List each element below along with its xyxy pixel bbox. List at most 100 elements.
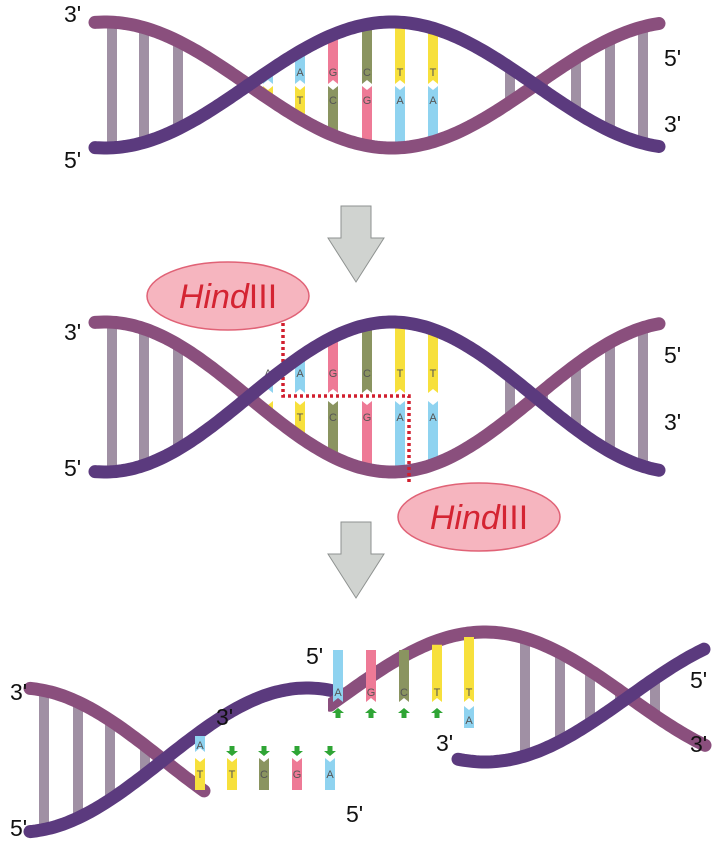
base-c: [399, 650, 409, 702]
base-letter-a: A: [429, 412, 437, 424]
base-c: [328, 401, 338, 453]
end-label-bottom-left: 5': [64, 147, 81, 173]
base-letter-c: C: [329, 95, 337, 107]
base-a: [295, 360, 305, 393]
base-letter-t: T: [397, 67, 404, 79]
base-letter-t: T: [229, 769, 236, 781]
arrow-down-icon: [226, 746, 238, 756]
base-pair-rungs: [107, 22, 648, 148]
base-g: [366, 650, 376, 702]
overhang-bases-left: A T T C G A: [195, 736, 335, 790]
base-g: [362, 401, 372, 466]
base-letter-t: T: [297, 95, 304, 107]
base-letter-t: T: [466, 687, 473, 699]
base-letter-g: G: [367, 687, 376, 699]
base-pair-rungs: [107, 322, 648, 472]
base-letter-a: A: [196, 740, 204, 752]
strand-upper-left-to-lower-right: [88, 315, 666, 479]
base-t: [428, 32, 438, 84]
end-label-bottom-left: 5': [64, 455, 81, 481]
strand-upper-left: [23, 681, 211, 798]
enzyme-name-top: HindIII: [179, 278, 277, 316]
base-a: [195, 736, 205, 752]
base-a: [395, 86, 405, 144]
base-letter-g: G: [293, 769, 302, 781]
end-label-left-bottom: 5': [10, 815, 27, 841]
enzyme-hindiii-top: HindIII: [146, 261, 310, 331]
arrow-down-icon: [324, 746, 336, 756]
end-label-bottom-right: 3': [664, 409, 681, 435]
enzyme-hindiii-bottom: HindIII: [397, 482, 561, 552]
end-label-top-right: 5': [664, 45, 681, 71]
base-letter-a: A: [326, 769, 334, 781]
base-t: [395, 326, 405, 393]
base-letter-a: A: [465, 715, 473, 727]
end-label-cut-bottom: 5': [346, 801, 363, 827]
base-letter-t: T: [197, 769, 204, 781]
base-t: [395, 26, 405, 84]
base-letter-g: G: [363, 412, 372, 424]
base-a: [395, 401, 405, 468]
base-a: [428, 86, 438, 138]
base-letter-c: C: [329, 412, 337, 424]
base-letter-c: C: [400, 687, 408, 699]
strand-lower-left-to-upper-right: [88, 15, 666, 155]
process-arrow-2: [327, 521, 385, 599]
base-t: [432, 644, 442, 702]
base-t: [295, 401, 305, 434]
arrow-up-icon: [431, 708, 443, 718]
base-letter-t: T: [430, 368, 437, 380]
base-letter-t: T: [297, 412, 304, 424]
base-letter-a: A: [429, 95, 437, 107]
base-letter-c: C: [363, 67, 371, 79]
base-g: [328, 38, 338, 84]
base-c: [328, 86, 338, 132]
base-t: [195, 758, 205, 790]
strand-lower: [451, 642, 711, 769]
base-c: [362, 28, 372, 84]
base-letter-c: C: [363, 368, 371, 380]
base-letter-g: G: [363, 95, 372, 107]
base-letter-g: G: [329, 368, 338, 380]
base-a: [333, 650, 343, 702]
base-letter-c: C: [260, 769, 268, 781]
staggered-cut-line: [281, 323, 411, 482]
arrow-down-icon: [258, 746, 270, 756]
base-c: [259, 758, 269, 790]
end-label-cut-top: 3': [216, 704, 233, 730]
end-label-top-left: 3': [64, 1, 81, 27]
base-letter-t: T: [397, 368, 404, 380]
strand-upper: [328, 625, 712, 752]
arrow-up-icon: [365, 708, 377, 718]
base-a: [325, 758, 335, 790]
base-g: [292, 758, 302, 790]
base-letter-a: A: [334, 687, 342, 699]
base-t: [428, 333, 438, 393]
overhang-arrows-down: [226, 746, 336, 756]
strand-upper-left-to-lower-right: [88, 15, 666, 155]
end-label-right-top: 5': [690, 667, 707, 693]
process-arrow-1: [327, 205, 385, 283]
base-a: [295, 55, 305, 84]
strand-lower-left: [23, 681, 346, 839]
base-letter-a: A: [296, 67, 304, 79]
strand-lower-left-to-upper-right: [88, 315, 666, 479]
base-g: [328, 341, 338, 393]
base-letter-t: T: [430, 67, 437, 79]
arrow-up-icon: [398, 708, 410, 718]
base-t: [227, 758, 237, 790]
end-label-top-left: 3': [64, 319, 81, 345]
end-label-cut-top: 5': [306, 643, 323, 669]
base-letter-a: A: [396, 95, 404, 107]
arrow-down-icon: [291, 746, 303, 756]
base-a: [464, 706, 474, 728]
end-label-top-right: 5': [664, 342, 681, 368]
base-t: [295, 86, 305, 115]
